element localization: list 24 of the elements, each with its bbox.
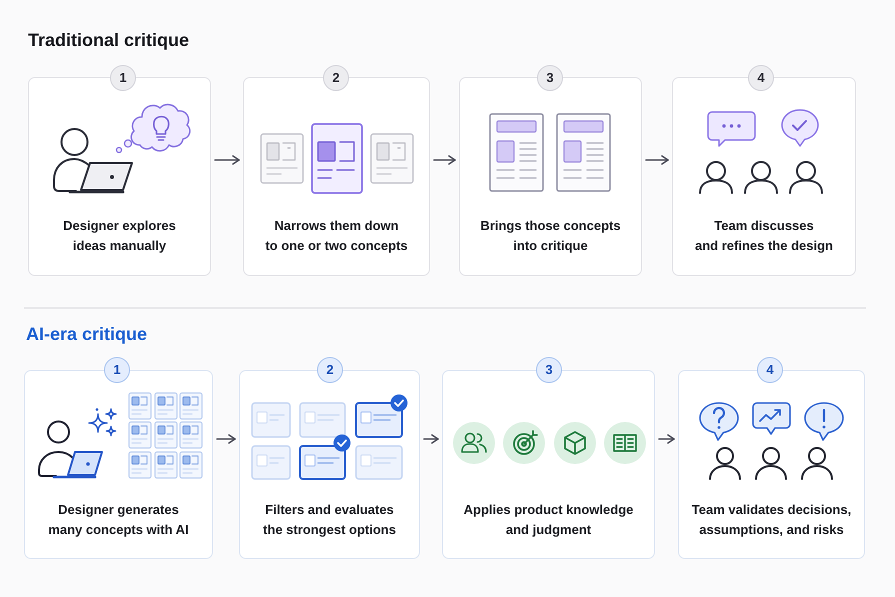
arrow	[214, 155, 240, 165]
step-description: Brings those concepts into critique	[480, 217, 621, 255]
step-number-badge: 3	[536, 357, 562, 383]
step-description: Narrows them down to one or two concepts	[265, 217, 408, 255]
step-number-badge: 2	[323, 65, 349, 91]
step-number-badge: 3	[537, 65, 563, 91]
arrow	[645, 155, 669, 165]
step-description: Team validates decisions, assumptions, and risks	[692, 501, 852, 539]
section-heading: Traditional critique	[28, 29, 190, 51]
section-heading: AI-era critique	[26, 323, 148, 345]
step-description: Team discusses and refines the design	[695, 217, 833, 255]
arrow	[433, 155, 456, 165]
step-number-badge: 1	[110, 65, 136, 91]
step-description: Applies product knowledge and judgment	[464, 501, 634, 539]
step-description: Filters and evaluates the strongest options	[263, 501, 396, 539]
step-number-badge: 4	[748, 65, 774, 91]
arrow	[423, 434, 439, 444]
arrow	[216, 434, 236, 444]
step-description: Designer explores ideas manually	[63, 217, 176, 255]
step-number-badge: 2	[317, 357, 343, 383]
step-description: Designer generates many concepts with AI	[48, 501, 189, 539]
step-number-badge: 4	[757, 357, 783, 383]
arrow	[658, 434, 675, 444]
step-number-badge: 1	[104, 357, 130, 383]
